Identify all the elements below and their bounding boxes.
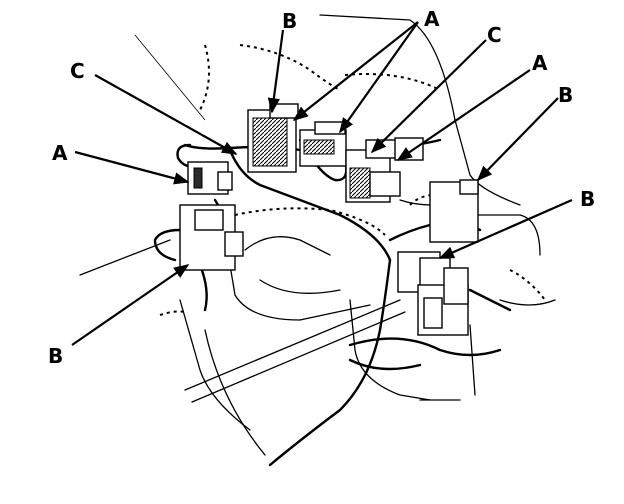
body-outline [79,14,556,456]
callout-a-left: A [52,141,68,165]
callout-a-top: A [424,7,440,31]
connector-top-right [394,137,424,161]
callout-b-right-top: B [558,83,573,107]
callout-b-top: B [282,9,297,33]
callout-c-top: C [487,23,502,47]
callout-b-right: B [580,187,595,211]
callout-b-left: B [48,344,63,368]
leader-lines [71,21,573,346]
connectors [179,103,479,336]
callout-c-left: C [70,59,85,83]
callout-labels: B A C A B B C A B [48,7,595,368]
dotted-guides [159,44,546,316]
wiring-harness [153,138,512,467]
callout-a-right: A [532,51,548,75]
